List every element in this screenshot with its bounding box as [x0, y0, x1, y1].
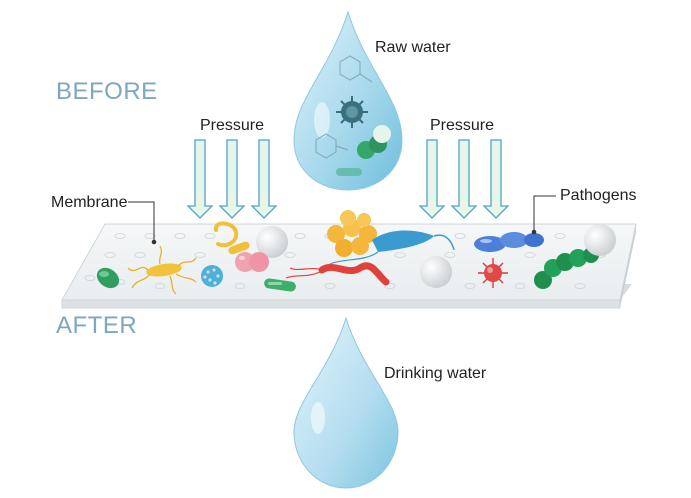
pink-diplococcus	[235, 252, 269, 272]
green-bacterium-left	[96, 267, 120, 289]
pathogens-label: Pathogens	[560, 187, 637, 204]
drinking-water-drop	[293, 316, 399, 489]
blue-spiky-virus	[201, 265, 223, 287]
after-label: AFTER	[56, 312, 138, 339]
bacteria-cluster	[357, 125, 391, 159]
raw-water-label: Raw water	[375, 39, 451, 56]
yellow-flagellated-bacterium	[127, 245, 197, 295]
red-spiky-virus	[478, 258, 508, 288]
virus-particle	[336, 96, 368, 128]
molecule-structure	[315, 55, 373, 159]
pressure-arrows-left	[186, 139, 278, 219]
blue-diplobacillus	[474, 232, 544, 252]
pressure-label-left: Pressure	[200, 117, 265, 134]
white-sphere-3	[584, 224, 616, 256]
yellow-rod-bacteria	[213, 221, 250, 255]
green-streptococcus	[534, 247, 599, 289]
membrane-leader-line	[128, 201, 157, 245]
pressure-arrows-right	[418, 139, 510, 219]
red-spirillum	[285, 262, 390, 286]
teal-flagellate	[329, 230, 455, 265]
white-sphere-1	[256, 226, 288, 258]
membrane-label: Membrane	[51, 194, 128, 211]
white-sphere-2	[420, 256, 452, 288]
drinking-water-label: Drinking water	[384, 365, 487, 382]
orange-cocci-cluster	[327, 210, 377, 257]
pressure-label-right: Pressure	[430, 117, 495, 134]
green-rod-bacterium	[264, 278, 296, 292]
pathogens-leader-line	[531, 195, 556, 235]
before-label: BEFORE	[56, 78, 158, 105]
raw-water-drop	[293, 10, 403, 191]
